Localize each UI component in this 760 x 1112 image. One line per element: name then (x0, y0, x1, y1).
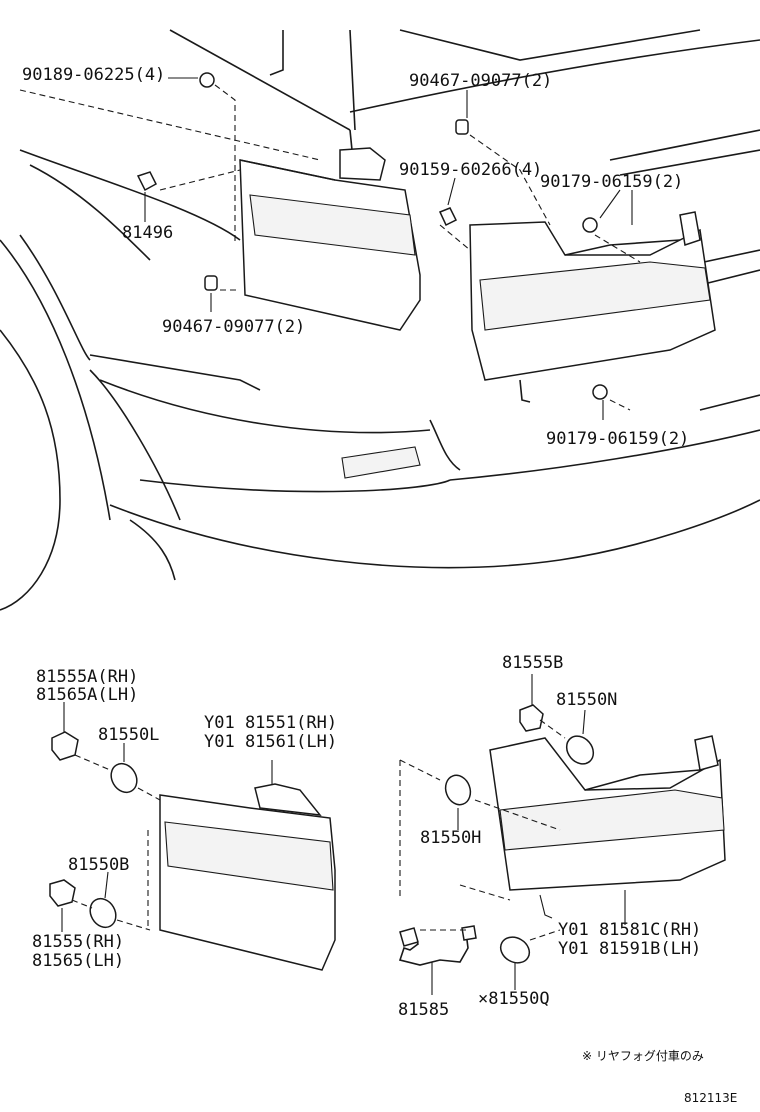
leader-lines-top (19, 77, 641, 420)
retainer-icon (136, 171, 157, 192)
bulb-icon (565, 735, 595, 765)
nut-icon (592, 384, 608, 400)
socket-icon (49, 879, 76, 907)
label-bulb-l: 81550L (98, 725, 159, 745)
label-retainer-left: 81496 (122, 223, 173, 243)
bulb-icon (89, 897, 117, 929)
label-nut-bottom: 90179-06159(2) (546, 429, 689, 449)
label-bulb-h: 81550H (420, 828, 481, 848)
label-clip-top-right: 90467-09077(2) (409, 71, 552, 91)
footnote: ※ リヤフォグ付車のみ (582, 1049, 704, 1063)
label-socket-lh: 81565(LH) (32, 951, 124, 971)
bulb-icon (499, 936, 531, 964)
clip-icon (204, 275, 218, 291)
connector-icon (461, 925, 477, 941)
label-bulb-q: ×81550Q (478, 989, 550, 1009)
left-tail-lamp-installed (239, 147, 421, 331)
label-nut-right: 90179-06159(2) (540, 172, 683, 192)
diagram-id: 812113E (684, 1091, 737, 1105)
fasteners-top (136, 72, 608, 400)
label-socket-b: 81555B (502, 653, 563, 673)
bulb-icon (110, 762, 138, 794)
screw-icon (438, 207, 458, 227)
label-socket-a-rh: 81555A(RH) (36, 667, 138, 687)
right-tail-lamp-installed (469, 211, 716, 403)
right-lamp-exploded (398, 674, 726, 995)
vehicle-body-outline (0, 29, 760, 611)
label-screw-mid: 90159-60266(4) (399, 160, 542, 180)
bulb-icon (444, 774, 472, 806)
nut-icon (582, 217, 598, 233)
socket-icon (519, 704, 544, 732)
label-clip-left: 90467-09077(2) (162, 317, 305, 337)
connector-icon (399, 927, 419, 947)
label-lamp-right-rh: Y01 81581C(RH) (558, 920, 701, 940)
label-socket-a-lh: 81565A(LH) (36, 685, 138, 705)
left-lamp-exploded (49, 702, 336, 971)
socket-icon (51, 731, 79, 761)
screw-icon (199, 72, 215, 88)
clip-icon (455, 119, 469, 135)
label-wire: 81585 (398, 1000, 449, 1020)
label-bulb-b: 81550B (68, 855, 129, 875)
label-lamp-left-lh: Y01 81561(LH) (204, 732, 337, 752)
label-lamp-left-rh: Y01 81551(RH) (204, 713, 337, 733)
label-socket-rh: 81555(RH) (32, 932, 124, 952)
label-screw-top-left: 90189-06225(4) (22, 65, 165, 85)
label-lamp-right-lh: Y01 81591B(LH) (558, 939, 701, 959)
label-bulb-n: 81550N (556, 690, 617, 710)
